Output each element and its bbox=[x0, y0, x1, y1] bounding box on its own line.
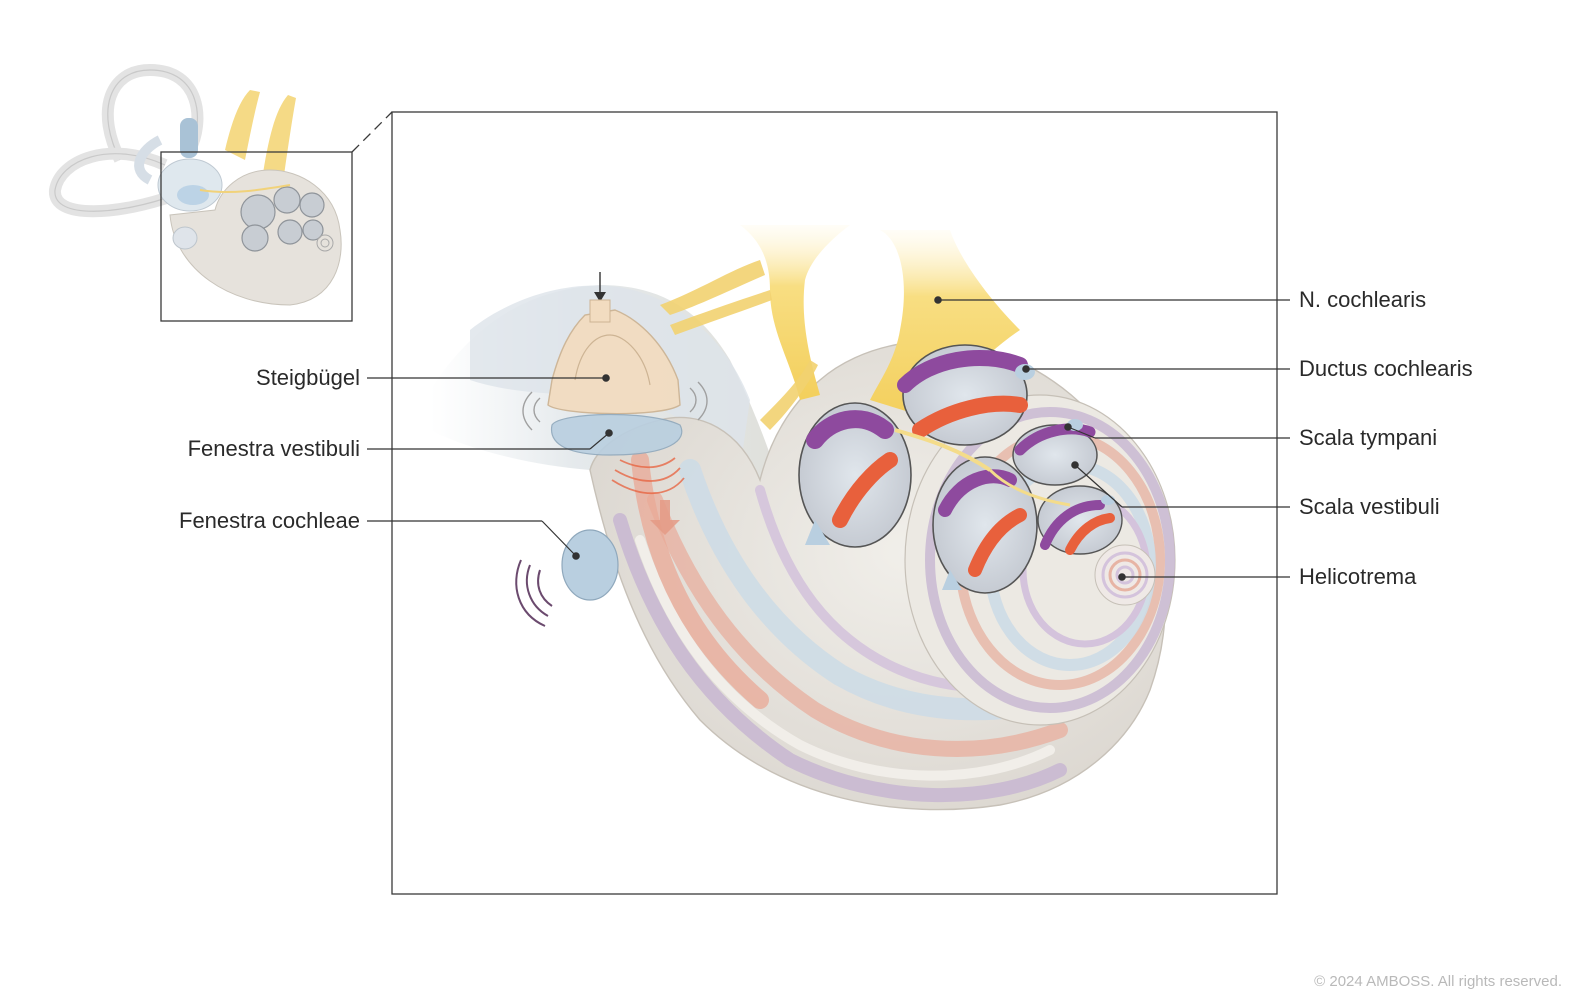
label-steigbuegel: Steigbügel bbox=[256, 365, 360, 390]
cochlea-detail bbox=[430, 225, 1176, 811]
label-ductus-cochlearis: Ductus cochlearis bbox=[1299, 356, 1473, 381]
overview-inset bbox=[49, 63, 393, 322]
wave-arcs bbox=[611, 457, 685, 495]
detail-frame bbox=[391, 111, 1278, 895]
vibration-arcs-round-window bbox=[515, 559, 553, 627]
label-n-cochlearis: N. cochlearis bbox=[1299, 287, 1427, 312]
copyright-notice: © 2024 AMBOSS. All rights reserved. bbox=[1314, 973, 1562, 990]
label-scala-tympani: Scala tympani bbox=[1299, 425, 1438, 450]
label-helicotrema: Helicotrema bbox=[1299, 564, 1417, 589]
label-fenestra-cochleae: Fenestra cochleae bbox=[179, 508, 360, 533]
vibration-arcs-stapes bbox=[522, 381, 708, 431]
turn-section-middle bbox=[932, 456, 1038, 594]
label-fenestra-vestibuli: Fenestra vestibuli bbox=[187, 436, 360, 461]
turn-section-basal bbox=[798, 402, 912, 548]
round-window-shape bbox=[561, 529, 619, 601]
leader-lines bbox=[367, 296, 1290, 581]
label-scala-vestibuli: Scala vestibuli bbox=[1299, 494, 1440, 519]
turn-section-upper bbox=[897, 344, 1035, 446]
stapes-shape bbox=[547, 272, 681, 415]
